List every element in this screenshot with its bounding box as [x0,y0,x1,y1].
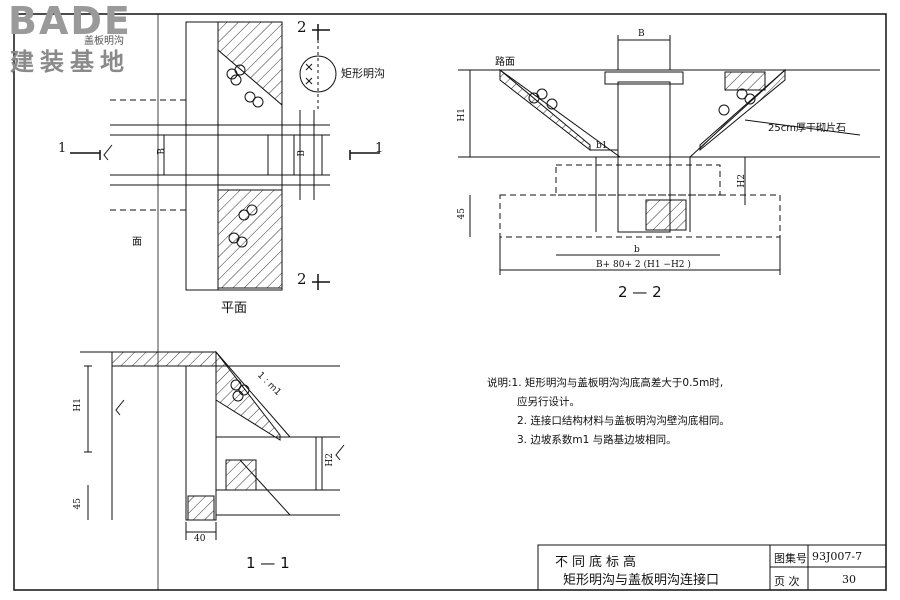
section-mark-2-top: 2 [297,18,307,36]
watermark-tag: 盖板明沟 [84,36,124,47]
dim-45-2-2: 45 [457,208,467,220]
section-1-1-title: 1 — 1 [246,554,290,572]
dim-h1-1-1: H1 [73,398,83,412]
section-mark-1-right: 1 [375,141,384,156]
page-label: 页 次 [774,575,800,588]
title-line-2: 矩形明沟与盖板明沟连接口 [563,573,720,588]
notes-heading: 说明: [487,377,512,389]
plan-dim-b-right: B [297,150,307,157]
notes-line-1: 说明:1. 矩形明沟与盖板明沟沟底高差大于0.5m时, [487,374,730,393]
atlas-value: 93J007-7 [812,550,863,563]
plan-view-title: 平面 [221,301,248,316]
atlas-label: 图集号 [774,552,807,565]
section-2-2-title: 2 — 2 [618,283,662,301]
drawing-frame [13,13,887,591]
dim-h2-2-2: H2 [737,174,747,188]
plan-dim-b-left: B [157,148,167,155]
section-mark-1-left: 1 [58,141,67,156]
dim-b-top: B [638,29,645,39]
legend-label: 矩形明沟 [341,67,385,80]
plan-face-label: 面 [132,237,142,248]
dim-h1-2-2: H1 [457,108,467,122]
dim-b1: b1 [596,141,608,151]
dim-total: B+ 80+ 2 (H1 −H2 ) [596,260,691,270]
note-item-2: 2. 连接口结构材料与盖板明沟沟壁沟底相同。 [517,415,730,427]
dim-45-1-1: 45 [73,498,83,510]
page-value: 30 [842,573,856,586]
dim-40: 40 [194,534,206,544]
stone-label: 25cm厚干砌片石 [768,123,846,134]
note-item-3: 3. 边坡系数m1 与路基边坡相同。 [517,434,677,446]
dim-b: b [634,245,640,255]
section-2-2 [458,35,880,275]
plan-view [70,21,380,291]
note-item-1: 1. 矩形明沟与盖板明沟沟底高差大于0.5m时, [511,377,724,389]
title-block [537,544,887,591]
design-notes: 说明:1. 矩形明沟与盖板明沟沟底高差大于0.5m时, 应另行设计。 2. 连接… [487,374,730,450]
watermark-subtitle: 建装基地 [10,48,130,76]
title-line-1: 不同底标高 [555,555,641,570]
road-label: 路面 [495,57,515,68]
section-mark-2-bottom: 2 [297,270,307,288]
watermark-logo: BADE [8,0,132,43]
dim-h2-1-1: H2 [325,453,335,467]
section-1-1 [80,350,345,540]
note-item-1b: 应另行设计。 [517,396,580,408]
